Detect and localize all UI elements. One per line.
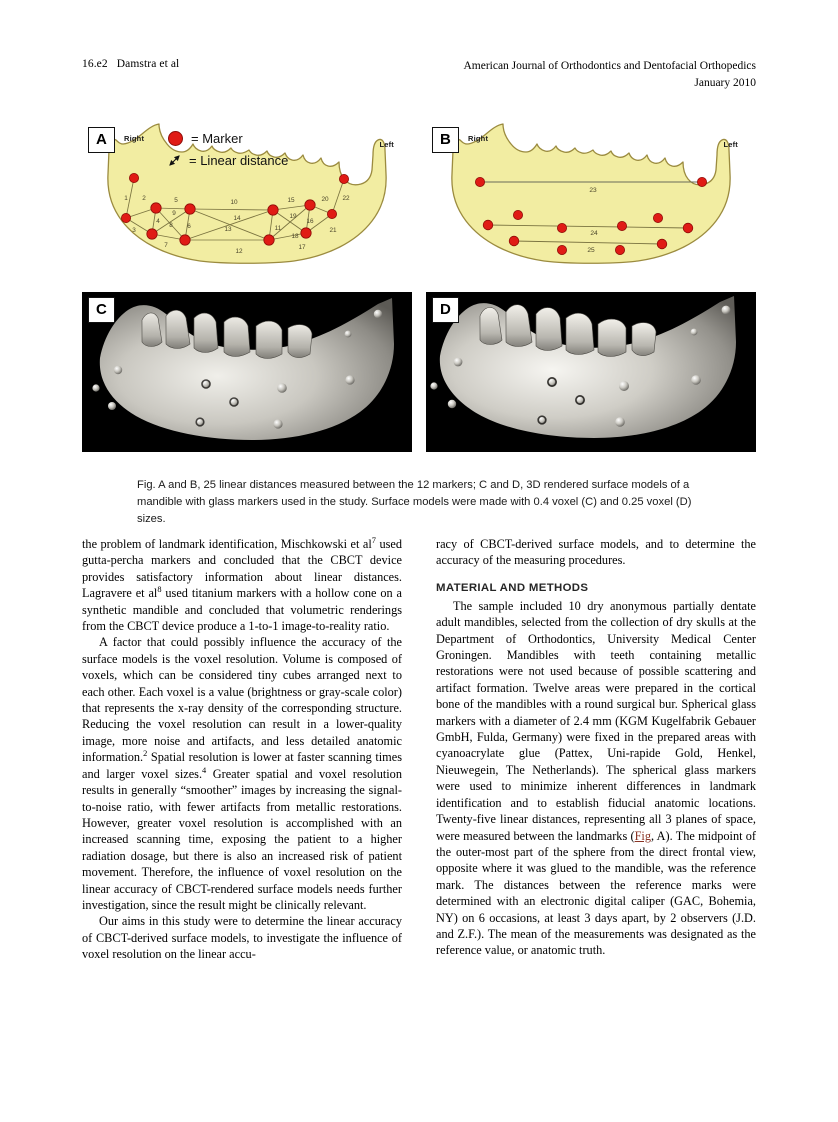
running-head: 16.e2 Damstra et al American Journal of O… <box>82 58 756 92</box>
svg-text:21: 21 <box>329 227 337 234</box>
footnote-ref-2: 2 <box>143 749 148 759</box>
mandible-3d-render-d <box>426 292 756 452</box>
svg-text:24: 24 <box>590 230 598 237</box>
svg-text:18: 18 <box>291 233 299 240</box>
paragraph-aims-continued: racy of CBCT-derived surface models, and… <box>436 537 756 568</box>
figure-caption: Fig. A and B, 25 linear distances measur… <box>137 479 692 526</box>
legend-distance-label: = Linear distance <box>189 152 289 168</box>
svg-text:4: 4 <box>156 218 160 225</box>
svg-text:17: 17 <box>298 244 306 251</box>
figure-panel-b: B Right Left <box>426 122 756 282</box>
svg-text:22: 22 <box>342 195 350 202</box>
paragraph-aims: Our aims in this study were to determine… <box>82 914 402 962</box>
para-text: Greater spatial and voxel resolution res… <box>82 766 402 912</box>
svg-text:10: 10 <box>230 199 238 206</box>
para-text: The sample included 10 dry anonymous par… <box>436 598 756 843</box>
svg-text:13: 13 <box>224 226 232 233</box>
figure-legend: = Marker <box>168 128 288 172</box>
para-text: used titanium markers with a hollow cone… <box>82 586 402 634</box>
running-head-left: 16.e2 Damstra et al <box>82 58 179 70</box>
paragraph-voxel-resolution: A factor that could possibly influence t… <box>82 634 402 913</box>
svg-text:19: 19 <box>289 213 297 220</box>
page-folio: 16.e2 <box>82 58 108 70</box>
legend-row-marker: = Marker <box>168 128 288 148</box>
figure-panel-c: C <box>82 292 412 452</box>
svg-text:25: 25 <box>587 247 595 254</box>
footnote-ref-4: 4 <box>202 765 207 775</box>
footnote-ref-8: 8 <box>157 585 162 595</box>
panel-label-d: D <box>432 297 459 323</box>
journal-title: American Journal of Orthodontics and Den… <box>463 60 756 72</box>
para-text: Spatial resolution is lower at faster sc… <box>82 750 402 781</box>
panel-a-side-left-label: Left <box>379 140 394 149</box>
svg-text:20: 20 <box>321 196 329 203</box>
svg-text:12: 12 <box>235 248 243 255</box>
para-text: A factor that could possibly influence t… <box>82 635 402 765</box>
svg-text:8: 8 <box>169 222 173 229</box>
svg-text:23: 23 <box>589 187 597 194</box>
figure-row-top: A Right Left = Marker <box>82 122 756 282</box>
body-columns: the problem of landmark identification, … <box>82 536 756 963</box>
svg-text:9: 9 <box>172 210 176 217</box>
svg-text:6: 6 <box>187 223 191 230</box>
right-column: racy of CBCT-derived surface models, and… <box>436 536 756 963</box>
mandible-diagram-b: 23 24 25 <box>451 123 731 264</box>
svg-text:3: 3 <box>132 227 136 234</box>
svg-text:7: 7 <box>164 242 168 249</box>
double-arrow-icon <box>168 154 181 167</box>
running-head-authors: Damstra et al <box>116 58 180 70</box>
marker-dot-icon <box>168 130 183 146</box>
mandible-3d-render-c <box>82 292 412 452</box>
panel-b-side-left-label: Left <box>723 140 738 149</box>
issue-date: January 2010 <box>694 77 756 90</box>
figure-panel-d: D <box>426 292 756 452</box>
svg-text:5: 5 <box>174 197 178 204</box>
panel-label-c: C <box>88 297 115 323</box>
figure-cross-reference-link[interactable]: Fig <box>634 828 651 843</box>
svg-text:15: 15 <box>287 197 295 204</box>
left-column: the problem of landmark identification, … <box>82 536 402 963</box>
panel-label-a: A <box>88 127 115 153</box>
figure-row-bottom: C <box>82 292 756 452</box>
running-head-right: American Journal of Orthodontics and Den… <box>463 58 756 92</box>
section-heading-material-and-methods: MATERIAL AND METHODS <box>436 581 589 594</box>
panel-label-b: B <box>432 127 459 153</box>
paragraph-sample: The sample included 10 dry anonymous par… <box>436 598 756 959</box>
para-text: , A). The midpoint of the outer-most par… <box>436 828 757 958</box>
legend-row-distance: = Linear distance <box>168 150 288 170</box>
legend-marker-label: = Marker <box>191 130 243 146</box>
panel-b-side-right-label: Right <box>468 134 489 143</box>
para-text: used gutta-percha markers and concluded … <box>82 537 402 601</box>
panel-a-side-right-label: Right <box>124 134 145 143</box>
svg-text:1: 1 <box>124 195 128 202</box>
paragraph-intro-continued: the problem of landmark identification, … <box>82 536 402 634</box>
para-text: the problem of landmark identification, … <box>82 537 372 551</box>
svg-text:14: 14 <box>233 215 241 222</box>
svg-text:11: 11 <box>275 225 282 232</box>
figure-panel-a: A Right Left = Marker <box>82 122 412 282</box>
figure-block: A Right Left = Marker <box>82 122 756 452</box>
footnote-ref-7: 7 <box>371 535 376 545</box>
svg-text:16: 16 <box>306 218 314 225</box>
svg-text:2: 2 <box>142 195 146 202</box>
